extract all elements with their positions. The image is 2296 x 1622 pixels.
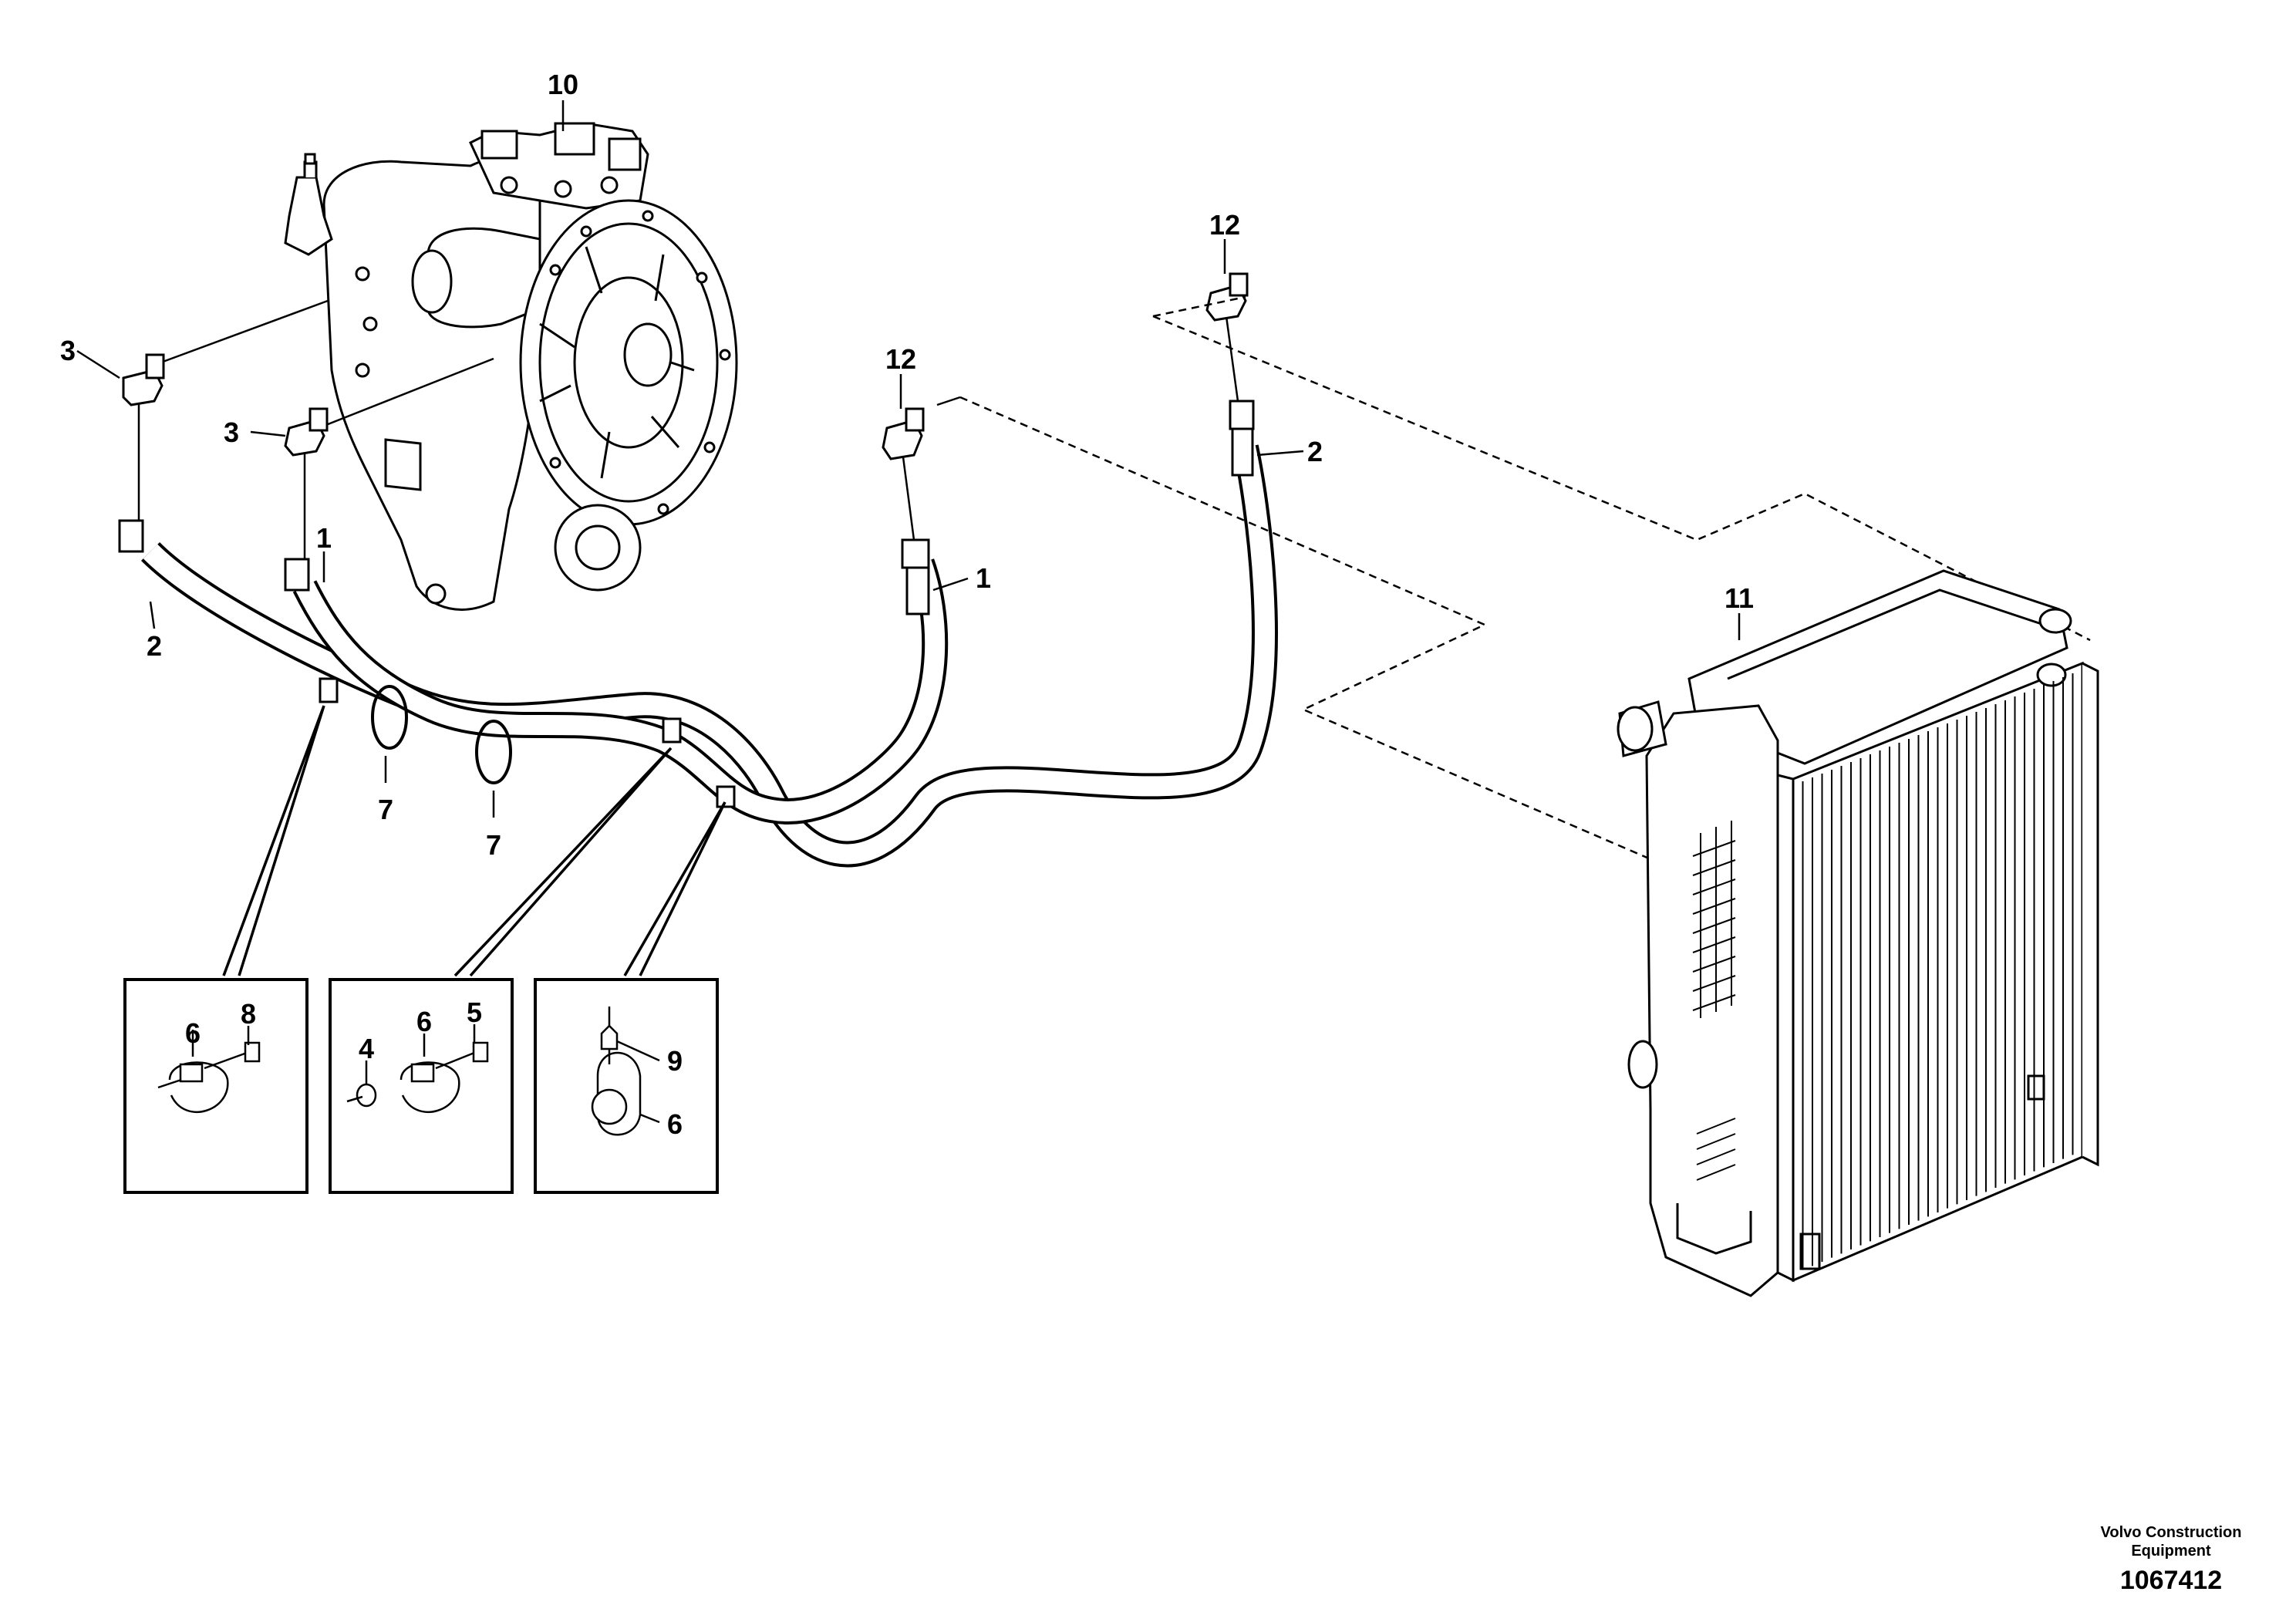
callout-leaders [76, 100, 1741, 818]
footer: Volvo Construction Equipment 1067412 [2101, 1524, 2242, 1595]
detail3-callout-9: 9 [667, 1045, 683, 1077]
callout-7-left: 7 [378, 794, 393, 825]
elbow-fittings [122, 272, 1249, 460]
callout-1-right: 1 [976, 562, 991, 594]
callout-7-right: 7 [486, 829, 501, 861]
callout-3-lower: 3 [224, 416, 239, 448]
detail-box-3 [534, 978, 719, 1194]
connection-lines [959, 295, 2091, 927]
detail3-callout-6: 6 [667, 1108, 683, 1140]
detail1-callout-6: 6 [185, 1017, 201, 1049]
detail2-callout-5: 5 [467, 996, 482, 1028]
hose-assembly [118, 299, 1278, 868]
callout-1-left: 1 [316, 522, 332, 554]
detail2-callout-6: 6 [416, 1006, 432, 1037]
callout-2-right: 2 [1307, 436, 1323, 467]
callout-10: 10 [548, 69, 578, 100]
detail1-callout-8: 8 [241, 998, 256, 1030]
callout-12-middle: 12 [885, 343, 916, 375]
cooler-fins [1802, 673, 2074, 1270]
company-name-line1: Volvo Construction [2101, 1524, 2242, 1541]
callout-labels: 10 3 3 1 2 12 12 1 2 7 7 11 6 8 4 6 5 9 … [60, 69, 1754, 1140]
company-name-line2: Equipment [2131, 1543, 2211, 1560]
detail-box-1 [123, 978, 308, 1194]
callout-12-top: 12 [1209, 209, 1240, 241]
transmission-assembly [284, 122, 738, 611]
callout-11: 11 [1725, 582, 1754, 614]
callout-2-left: 2 [147, 630, 162, 662]
oil-cooler [1617, 569, 2099, 1297]
callout-3-upper: 3 [60, 335, 76, 366]
detail-leader-lines [222, 705, 727, 977]
detail-box-2 [329, 978, 514, 1194]
detail2-callout-4: 4 [359, 1033, 374, 1064]
drawing-number: 1067412 [2120, 1566, 2222, 1595]
